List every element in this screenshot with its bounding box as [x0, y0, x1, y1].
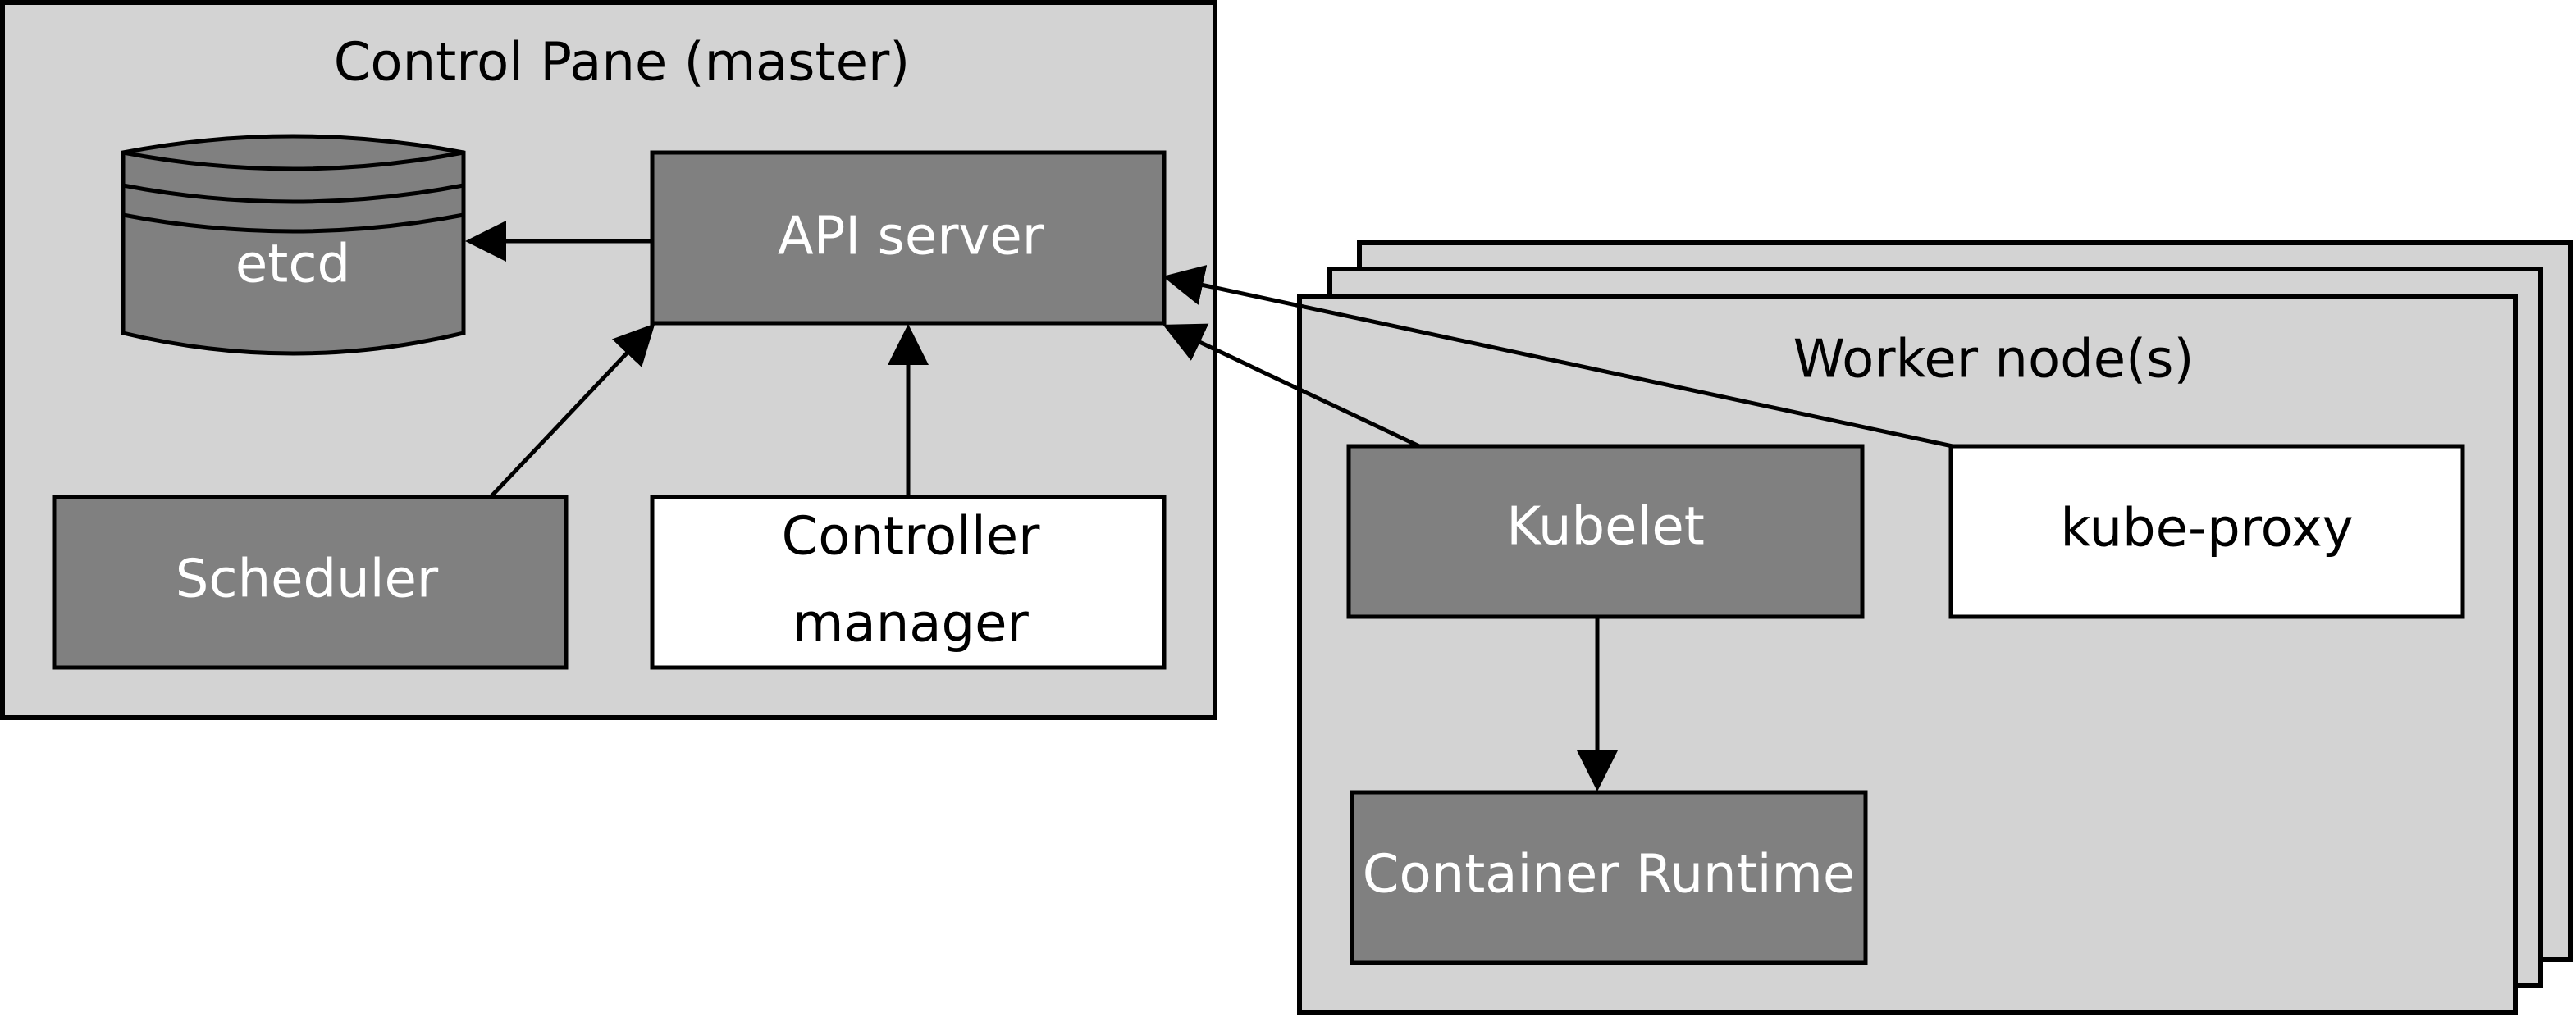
kube-proxy-label: kube-proxy	[2060, 499, 2353, 559]
controller-manager-label-line2: manager	[792, 594, 1029, 654]
scheduler-box	[52, 495, 569, 670]
edge-kube-proxy-to-api	[1162, 265, 1953, 449]
scheduler-label: Scheduler	[176, 550, 439, 610]
container-runtime-label: Container Runtime	[1363, 845, 1855, 905]
edge-scheduler-to-api	[489, 323, 655, 499]
controller-manager-label-line1: Controller	[782, 507, 1041, 568]
controller-manager-box	[650, 495, 1167, 670]
kubelet-label: Kubelet	[1506, 497, 1705, 558]
etcd-label: etcd	[235, 235, 350, 295]
kubelet-box	[1346, 444, 1865, 619]
api-server-box	[650, 150, 1167, 326]
control-plane-title: Control Pane (master)	[334, 33, 911, 93]
etcd-database: etcd	[121, 134, 466, 356]
worker-node-title: Worker node(s)	[1793, 330, 2195, 390]
api-server-label: API server	[778, 207, 1044, 267]
kube-proxy-box	[1948, 444, 2465, 619]
edge-kubelet-to-api	[1162, 323, 1421, 449]
container-runtime-box	[1350, 790, 1868, 965]
